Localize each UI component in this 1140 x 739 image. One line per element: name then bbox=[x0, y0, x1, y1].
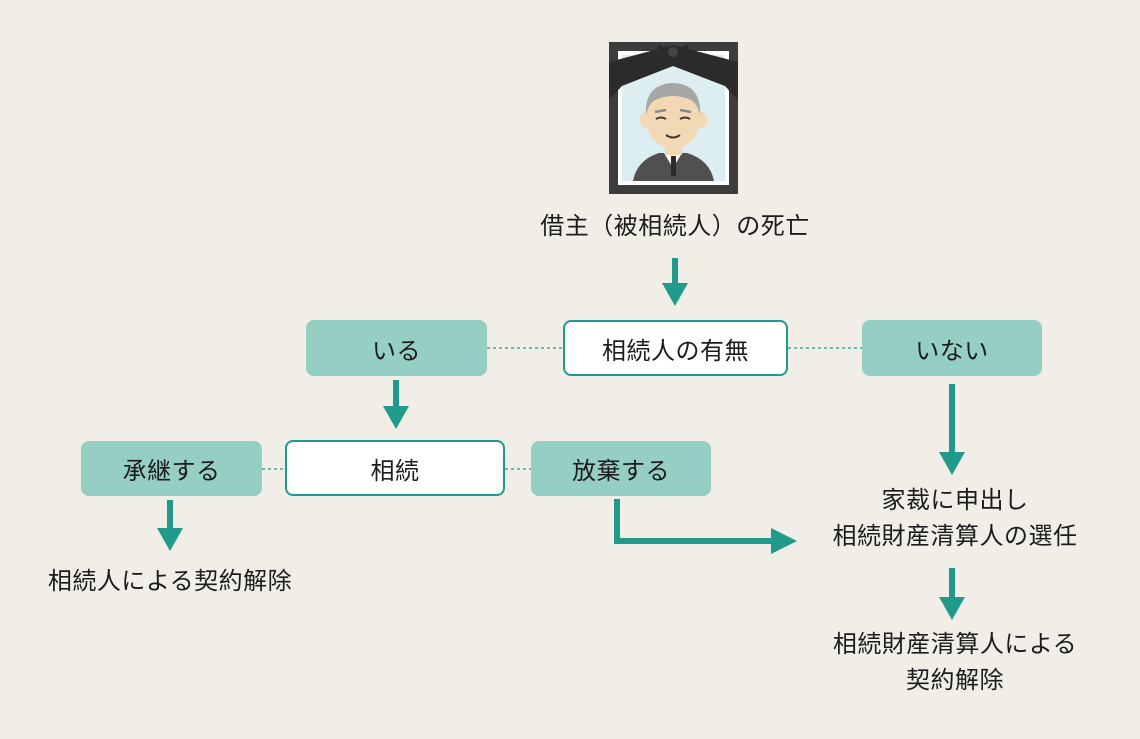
node-admin-termination: 相続財産清算人による 契約解除 bbox=[790, 626, 1120, 698]
arrow-court-to-admin-shaft bbox=[949, 568, 955, 600]
node-heir-termination: 相続人による契約解除 bbox=[47, 567, 293, 595]
node-renounce: 放棄する bbox=[531, 441, 711, 496]
node-admin-termination-line1: 相続財産清算人による bbox=[832, 630, 1078, 658]
node-accept: 承継する bbox=[81, 441, 262, 496]
node-death: 借主（被相続人）の死亡 bbox=[540, 212, 810, 240]
arrow-court-to-admin-head bbox=[939, 597, 965, 620]
arrow-no-to-court-head bbox=[939, 452, 965, 475]
arrow-accept-to-termination-shaft bbox=[167, 500, 173, 532]
arrow-death-to-question-head bbox=[662, 283, 688, 306]
node-heir-question: 相続人の有無 bbox=[563, 320, 788, 376]
arrow-accept-to-termination-head bbox=[157, 528, 183, 551]
node-court-line1: 家裁に申出し bbox=[881, 486, 1029, 514]
arrow-yes-to-inherit-head bbox=[383, 406, 409, 429]
arrow-no-to-court-shaft bbox=[949, 384, 955, 456]
arrow-yes-to-inherit-shaft bbox=[393, 380, 399, 410]
node-court: 家裁に申出し 相続財産清算人の選任 bbox=[790, 482, 1120, 554]
node-court-line2: 相続財産清算人の選任 bbox=[832, 522, 1078, 550]
node-yes: いる bbox=[306, 320, 487, 376]
arrow-death-to-question-shaft bbox=[672, 258, 678, 286]
node-no: いない bbox=[862, 320, 1042, 376]
arrow-renounce-to-court-head bbox=[771, 528, 797, 554]
node-admin-termination-line2: 契約解除 bbox=[906, 666, 1004, 694]
memorial-portrait-icon bbox=[609, 42, 738, 194]
arrow-renounce-elbow-horizontal bbox=[614, 538, 774, 544]
node-inherit: 相続 bbox=[285, 440, 505, 496]
arrow-renounce-elbow-vertical bbox=[614, 499, 620, 544]
